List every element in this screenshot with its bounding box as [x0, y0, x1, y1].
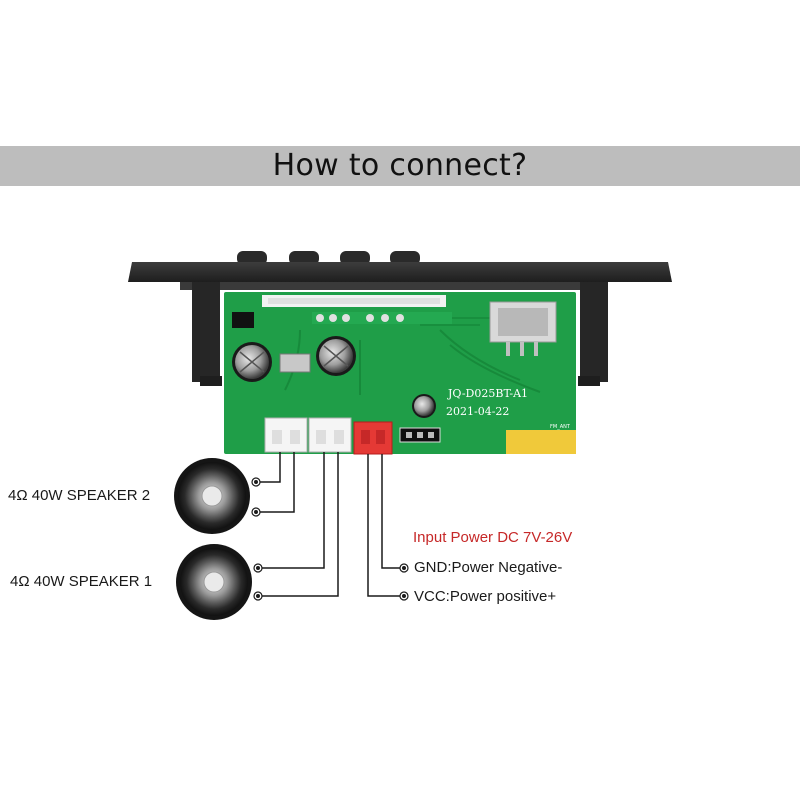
- wire-vcc: [367, 454, 400, 597]
- wire-gnd: [381, 454, 400, 569]
- speaker-1-label: 4Ω 40W SPEAKER 1: [10, 573, 153, 590]
- wires: [260, 452, 400, 597]
- panel-button: [289, 251, 319, 265]
- capacitor: [412, 394, 436, 418]
- vcc-label: VCC:Power positive+: [414, 588, 557, 605]
- power-connector: [353, 421, 393, 455]
- pin-header: [232, 312, 254, 328]
- wire-spk1-a: [262, 452, 325, 569]
- panel-button: [237, 251, 267, 265]
- title-bar: [0, 146, 800, 186]
- page-title: How to connect?: [272, 148, 528, 183]
- mounting-brackets: [192, 282, 608, 386]
- capacitor: [316, 336, 356, 376]
- speaker-connector-2: [264, 417, 308, 453]
- speaker-1-icon: [176, 544, 252, 620]
- power-input-label: Input Power DC 7V-26V: [413, 529, 573, 546]
- pcb-board: JQ-D025BT-A1 2021-04-22 FM_ANT: [224, 292, 576, 455]
- panel-button: [390, 251, 420, 265]
- board-date: 2021-04-22: [446, 405, 509, 418]
- bezel: [128, 262, 672, 282]
- crystal: [279, 353, 311, 373]
- usb-port: [489, 301, 557, 356]
- panel-button: [340, 251, 370, 265]
- fm-antenna-pad: [506, 430, 576, 454]
- speaker-connector-1: [308, 417, 352, 453]
- capacitor: [232, 342, 272, 382]
- speaker-2-icon: [174, 458, 250, 534]
- gnd-label: GND:Power Negative-: [414, 559, 563, 576]
- front-panel: [128, 251, 672, 290]
- terminals: [251, 477, 409, 601]
- board-model: JQ-D025BT-A1: [447, 387, 528, 400]
- wire-spk2-b: [260, 452, 295, 513]
- speaker-2-label: 4Ω 40W SPEAKER 2: [8, 487, 151, 504]
- pcb: [224, 292, 576, 454]
- antenna-label: FM_ANT: [550, 424, 571, 430]
- wire-spk2-a: [260, 452, 281, 483]
- wire-spk1-b: [262, 452, 339, 597]
